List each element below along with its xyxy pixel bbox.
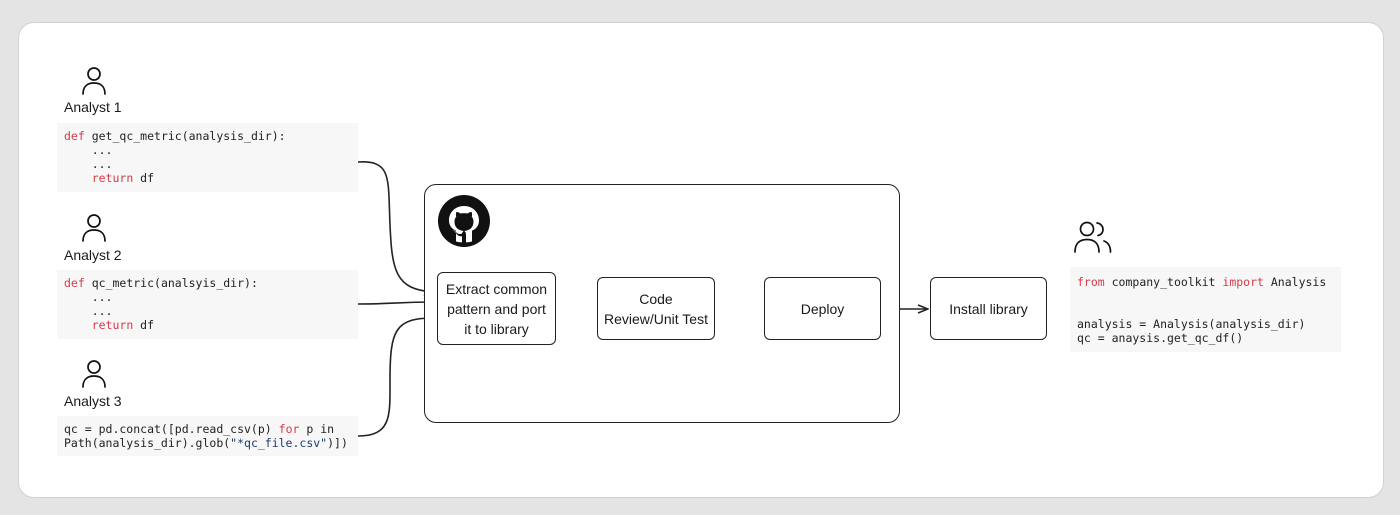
code-text: )]) (327, 436, 348, 450)
arrow-analyst-1 (357, 161, 434, 292)
code-text: qc_metric(analsyis_dir): (84, 276, 258, 290)
code-line: return df (64, 171, 351, 185)
deploy-step: Deploy (764, 277, 881, 340)
code-line: qc = anaysis.get_qc_df() (1077, 331, 1334, 345)
code-text: ... (64, 304, 113, 318)
analyst-3-label: Analyst 3 (64, 393, 122, 409)
code-line: ... (64, 143, 351, 157)
code-line: analysis = Analysis(analysis_dir) (1077, 317, 1334, 331)
code-text: ... (64, 157, 113, 171)
code-line: qc = pd.concat([pd.read_csv(p) for p in (64, 422, 351, 436)
code-text: df (133, 171, 155, 185)
code-line: return df (64, 318, 351, 332)
person-icon (82, 360, 106, 388)
users-icon (1074, 221, 1112, 253)
code-text: qc = pd.concat([pd.read_csv(p) (64, 422, 279, 436)
person-icon (82, 67, 106, 95)
code-line: from company_toolkit import Analysis (1077, 275, 1334, 289)
code-text: Analysis (1263, 275, 1327, 289)
code-review-step: Code Review/Unit Test (597, 277, 715, 340)
analyst-1-code: def get_qc_metric(analysis_dir): ... ...… (57, 123, 358, 192)
code-text: p in (299, 422, 335, 436)
code-line: ... (64, 290, 351, 304)
code-line (1077, 289, 1334, 303)
arrow-analyst-3 (357, 318, 434, 437)
code-keyword: from (1077, 275, 1105, 289)
code-text: qc = anaysis.get_qc_df() (1077, 331, 1244, 345)
code-text (64, 318, 92, 332)
code-keyword: return (91, 318, 134, 332)
code-line: def get_qc_metric(analysis_dir): (64, 129, 351, 143)
code-line: ... (64, 304, 351, 318)
code-line (1077, 303, 1334, 317)
code-line: ... (64, 157, 351, 171)
code-keyword: import (1222, 275, 1264, 289)
code-line: def qc_metric(analsyis_dir): (64, 276, 351, 290)
extract-pattern-step: Extract common pattern and port it to li… (437, 272, 556, 345)
arrow-analyst-2 (357, 302, 434, 304)
code-keyword: def (64, 276, 85, 290)
code-text: analysis = Analysis(analysis_dir) (1077, 317, 1306, 331)
code-text: Path(analysis_dir).glob( (64, 436, 231, 450)
code-text: df (133, 318, 155, 332)
person-icon (82, 214, 106, 242)
code-text: company_toolkit (1104, 275, 1223, 289)
analyst-1-label: Analyst 1 (64, 99, 122, 115)
code-string: "*qc_file.csv" (230, 436, 328, 450)
code-text: get_qc_metric(analysis_dir): (84, 129, 286, 143)
code-line: Path(analysis_dir).glob("*qc_file.csv")]… (64, 436, 351, 450)
code-text: ... (64, 143, 113, 157)
code-text: ... (64, 290, 113, 304)
code-text (64, 171, 92, 185)
github-icon (438, 195, 490, 247)
code-keyword: for (278, 422, 300, 436)
code-keyword: return (91, 171, 134, 185)
consumer-code: from company_toolkit import Analysis anal… (1070, 267, 1341, 352)
analyst-2-label: Analyst 2 (64, 247, 122, 263)
install-library-step: Install library (930, 277, 1047, 340)
code-keyword: def (64, 129, 85, 143)
analyst-2-code: def qc_metric(analsyis_dir): ... ... ret… (57, 270, 358, 339)
